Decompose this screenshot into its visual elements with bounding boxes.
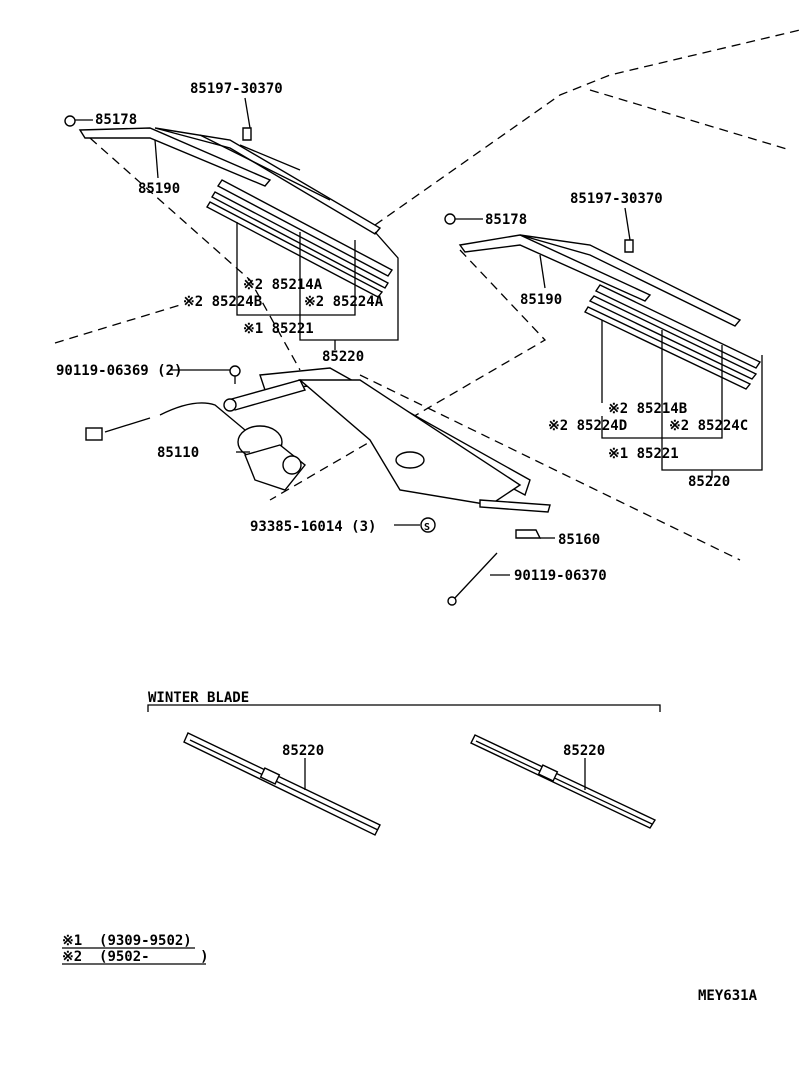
part-label: ※2 85224A: [304, 294, 384, 310]
part-label: ※1 85221: [243, 321, 314, 337]
wiper-motor: [85, 402, 306, 491]
windshield-outline-inner: [589, 89, 791, 151]
windshield-outline: [374, 29, 800, 226]
part-label: 85220: [563, 743, 605, 759]
reference-line: [54, 304, 181, 344]
leader-bracket: [299, 231, 399, 341]
footnote-1: ※1 (9309-9502): [62, 933, 192, 949]
diagram-code: MEY631A: [698, 988, 758, 1004]
wiper-arm-left: [64, 115, 382, 235]
part-label: ※2 85224D: [548, 418, 627, 434]
part-label: 85197-30370: [190, 81, 283, 97]
footnote-2: ※2 (9502- ): [62, 949, 209, 965]
winter-blade-right: [470, 734, 657, 829]
part-label: 85220: [688, 474, 730, 490]
reference-line: [269, 249, 547, 501]
winter-blade-bracket: [147, 704, 661, 712]
reference-line: [89, 137, 301, 371]
part-label: ※2 85224B: [183, 294, 262, 310]
part-label: ※1 85221: [608, 446, 679, 462]
svg-text:S: S: [424, 522, 430, 533]
reference-line: [359, 374, 741, 561]
footnote-underline: [62, 947, 206, 965]
winter-blade-title: WINTER BLADE: [148, 690, 249, 706]
part-label: ※2 85214A: [243, 277, 323, 293]
part-label: 85220: [322, 349, 364, 365]
part-label: ※2 85224C: [669, 418, 748, 434]
wiper-blade-right: [584, 284, 762, 390]
winter-blade-left: [183, 732, 381, 836]
part-label: 85220: [282, 743, 324, 759]
part-label: 85197-30370: [570, 191, 663, 207]
grommet-icon: S: [420, 517, 436, 533]
bolt-icon: [229, 365, 241, 384]
part-label: 90119-06370: [514, 568, 607, 584]
part-label: 85190: [520, 292, 562, 308]
part-label: ※2 85214B: [608, 401, 687, 417]
bolt-icon: [447, 552, 498, 606]
part-label: 85178: [95, 112, 137, 128]
part-label: 85190: [138, 181, 180, 197]
part-label: 90119-06369 (2): [56, 363, 182, 379]
part-label: 93385-16014 (3): [250, 519, 376, 535]
part-label: 85110: [157, 445, 199, 461]
leader-lines: [75, 97, 631, 576]
part-label: 85160: [558, 532, 600, 548]
wiper-linkage: [223, 367, 551, 539]
leader-bracket: [236, 222, 356, 316]
part-label: 85178: [485, 212, 527, 228]
